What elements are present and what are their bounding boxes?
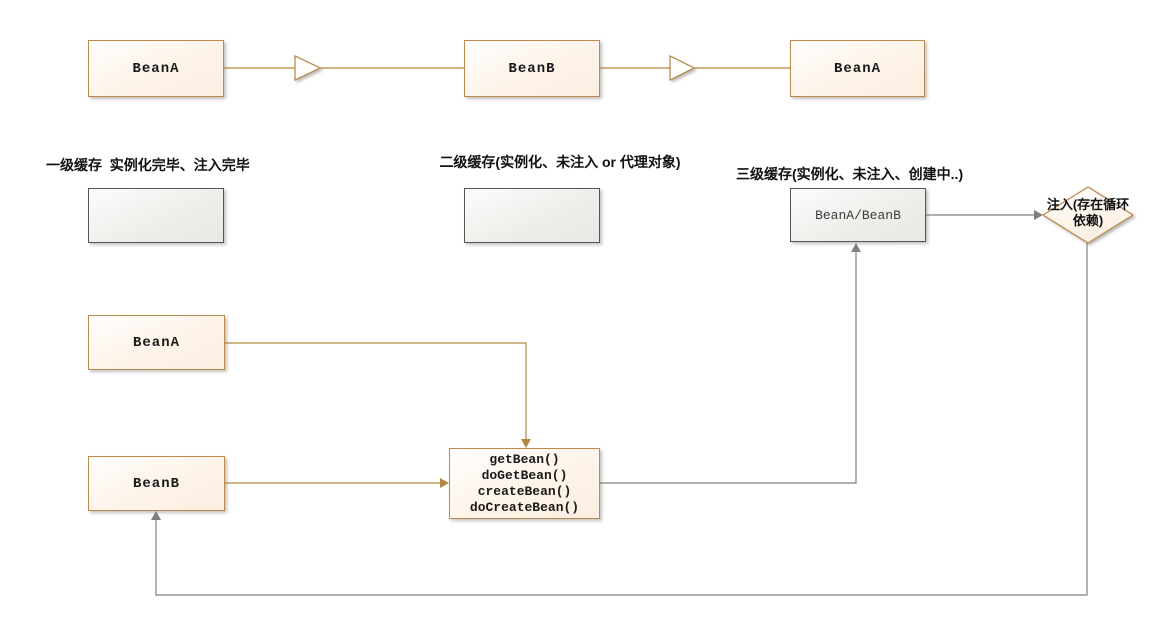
method-line: doCreateBean()	[469, 499, 580, 515]
node-level1-cache-box[interactable]	[88, 188, 224, 243]
method-line: doGetBean()	[481, 467, 568, 483]
label-level2-cache: 二级缓存(实例化、未注入 or 代理对象)	[439, 154, 681, 170]
label-level3-cache: 三级缓存(实例化、未注入、创建中..)	[736, 166, 964, 182]
arrowhead-down-icon	[521, 439, 531, 448]
node-label: BeanA	[132, 60, 180, 77]
connector-inject-to-beanb	[155, 243, 1088, 596]
arrowhead-right-icon	[440, 478, 449, 488]
method-line: createBean()	[477, 483, 572, 499]
triangle-arrow-icon	[669, 55, 696, 81]
node-label: BeanB	[508, 60, 556, 77]
node-label: BeanA	[132, 334, 180, 351]
node-level2-cache-box[interactable]	[464, 188, 600, 243]
inject-decision-diamond[interactable]	[1041, 186, 1135, 244]
node-beanb-top[interactable]: BeanB	[464, 40, 600, 97]
node-label: BeanB	[132, 475, 180, 492]
connector-methods-to-cache3	[600, 252, 857, 484]
node-level3-cache-box[interactable]: BeanA/BeanB	[790, 188, 926, 242]
node-label: BeanA/BeanB	[815, 207, 901, 223]
node-label: BeanA	[833, 60, 881, 77]
arrowhead-right-icon	[1034, 210, 1043, 220]
method-line: getBean()	[489, 451, 560, 467]
label-level1-cache: 一级缓存 实例化完毕、注入完毕	[46, 157, 250, 173]
connector-beana-to-methods	[225, 342, 527, 439]
node-bean-methods[interactable]: getBean() doGetBean() createBean() doCre…	[449, 448, 600, 519]
node-beana-flow[interactable]: BeanA	[88, 315, 225, 370]
triangle-arrow-icon	[294, 55, 322, 81]
inject-decision-label: 注入(存在循环依赖)	[1046, 197, 1130, 228]
arrowhead-up-icon	[851, 243, 861, 252]
node-beana-top-right[interactable]: BeanA	[790, 40, 925, 97]
node-beanb-flow[interactable]: BeanB	[88, 456, 225, 511]
node-beana-top-left[interactable]: BeanA	[88, 40, 224, 97]
arrowhead-up-icon	[151, 511, 161, 520]
